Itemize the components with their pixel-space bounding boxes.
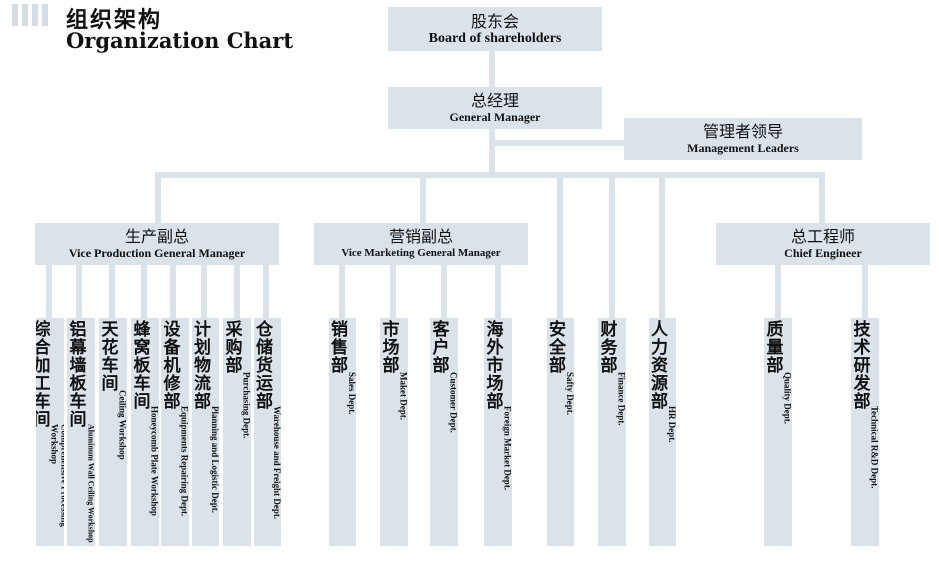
dept-label-en: Equipments Repairing Dept. bbox=[179, 406, 190, 517]
dept-label-en: Technical R&D Dept. bbox=[869, 406, 880, 489]
title-decoration-bar bbox=[22, 4, 28, 26]
connector-to-production bbox=[155, 172, 161, 224]
node-label-cn: 生产副总 bbox=[124, 227, 189, 246]
node-dept-quality: 质量部 Quality Dept. bbox=[764, 318, 792, 546]
dept-label-cn: 设备机修部 bbox=[161, 320, 180, 410]
dept-label-cn: 计划物流部 bbox=[192, 320, 210, 410]
dept-label-en: Sales Dept. bbox=[347, 372, 356, 415]
dept-label-cn: 海外市场部 bbox=[484, 320, 503, 410]
dept-label-en: Maket Dept. bbox=[398, 372, 409, 420]
connector-drop bbox=[441, 264, 447, 320]
node-dept-hr: 人力资源部 HR Dept. bbox=[649, 318, 676, 546]
connector-drop bbox=[775, 264, 781, 320]
dept-label-cn: 人力资源部 bbox=[649, 320, 667, 410]
node-management-leaders: 管理者领导 Management Leaders bbox=[624, 118, 862, 160]
dept-label-cn: 客户部 bbox=[430, 320, 449, 374]
dept-label-cn: 技术研发部 bbox=[851, 320, 870, 410]
node-label-cn: 总工程师 bbox=[790, 227, 855, 246]
dept-label-cn: 综合加工车间 bbox=[36, 320, 50, 428]
connector-drop bbox=[234, 264, 240, 320]
dept-label-en: Customer Dept. bbox=[448, 372, 459, 433]
dept-label-en: Warehouse and Freight Dept. bbox=[272, 406, 281, 520]
connector-drop bbox=[263, 264, 269, 320]
node-dept-customer: 客户部 Customer Dept. bbox=[430, 318, 458, 546]
dept-label-cn: 销售部 bbox=[329, 320, 347, 374]
node-label-en: Board of shareholders bbox=[428, 31, 562, 46]
node-label-en: Vice Production General Manager bbox=[68, 246, 246, 260]
dept-label-en: Foreign Market Dept. bbox=[502, 406, 513, 491]
dept-label-en: Quality Dept. bbox=[782, 372, 793, 425]
dept-label-en: Aluminum Wall Ceiling Workshop bbox=[86, 424, 96, 543]
dept-label-cn: 蜂窝板车间 bbox=[131, 320, 150, 410]
node-label-cn: 总经理 bbox=[470, 91, 519, 110]
node-label-cn: 股东会 bbox=[470, 12, 519, 31]
node-dept-finance: 财务部 Finance Dept. bbox=[598, 318, 626, 546]
chart-title-en: Organization Chart bbox=[66, 28, 294, 53]
chart-title-cn: 组织架构 bbox=[66, 7, 163, 33]
dept-label-cn: 铝幕墙板车间 bbox=[67, 320, 86, 428]
connector-horizontal-bus bbox=[155, 172, 825, 178]
title-decoration-bar bbox=[12, 4, 18, 26]
connector-drop bbox=[339, 264, 345, 320]
dept-label-cn: 采购部 bbox=[223, 320, 242, 374]
dept-label-en: Ceiling Workshop bbox=[117, 390, 128, 460]
connector-drop bbox=[46, 264, 52, 320]
node-dept-sales: 销售部 Sales Dept. bbox=[329, 318, 356, 546]
connector-to-hr bbox=[659, 172, 665, 320]
connector-gm-bus bbox=[489, 128, 495, 174]
connector-board-gm bbox=[489, 50, 495, 88]
dept-label-en: HR Dept. bbox=[667, 406, 676, 443]
node-dept-equipments-repairing: 设备机修部 Equipments Repairing Dept. bbox=[161, 318, 189, 546]
node-dept-market: 市场部 Maket Dept. bbox=[380, 318, 408, 546]
dept-label-cn: 财务部 bbox=[598, 320, 617, 374]
connector-drop bbox=[76, 264, 82, 320]
dept-label-en: Safty Dept. bbox=[565, 372, 574, 415]
dept-label-en: Finance Dept. bbox=[616, 372, 627, 426]
node-label-en: Chief Engineer bbox=[784, 246, 862, 260]
node-label-cn: 管理者领导 bbox=[702, 122, 783, 141]
connector-to-finance bbox=[609, 172, 615, 320]
node-general-manager: 总经理 General Manager bbox=[388, 87, 602, 129]
title-decoration-bar bbox=[32, 4, 38, 26]
dept-label-cn: 仓储货运部 bbox=[254, 320, 272, 410]
connector-drop bbox=[201, 264, 207, 320]
node-dept-aluminum-wall: 铝幕墙板车间 Aluminum Wall Ceiling Workshop bbox=[67, 318, 95, 546]
dept-label-en: Planning and Logistic Dept. bbox=[210, 406, 219, 514]
node-dept-technical-rd: 技术研发部 Technical R&D Dept. bbox=[851, 318, 879, 546]
node-label-en: General Manager bbox=[449, 110, 541, 124]
node-label-cn: 营销副总 bbox=[388, 227, 453, 246]
node-dept-warehouse-freight: 仓储货运部 Warehouse and Freight Dept. bbox=[254, 318, 281, 546]
node-dept-comprehensive-processing: 综合加工车间 Comprehensive Processing Workshop bbox=[36, 318, 64, 546]
dept-label-en: Purchasing Dept. bbox=[241, 372, 252, 439]
connector-to-engineer bbox=[819, 172, 825, 224]
connector-drop bbox=[495, 264, 501, 320]
node-dept-purchasing: 采购部 Purchasing Dept. bbox=[223, 318, 251, 546]
node-vice-production-gm: 生产副总 Vice Production General Manager bbox=[35, 223, 279, 265]
connector-leaders bbox=[495, 140, 627, 146]
dept-label-en: Honeycomb Plate Workshop bbox=[149, 406, 160, 516]
dept-label-cn: 质量部 bbox=[764, 320, 783, 374]
dept-label-cn: 天花车间 bbox=[99, 320, 118, 392]
node-dept-honeycomb-plate: 蜂窝板车间 Honeycomb Plate Workshop bbox=[131, 318, 159, 546]
node-dept-planning-logistic: 计划物流部 Planning and Logistic Dept. bbox=[192, 318, 219, 546]
connector-drop bbox=[862, 264, 868, 320]
dept-label-cn: 安全部 bbox=[547, 320, 565, 374]
connector-drop bbox=[141, 264, 147, 320]
dept-label-en: Comprehensive Processing Workshop bbox=[49, 424, 65, 527]
node-vice-marketing-gm: 营销副总 Vice Marketing General Manager bbox=[314, 223, 528, 265]
connector-to-marketing bbox=[420, 172, 426, 224]
node-board-of-shareholders: 股东会 Board of shareholders bbox=[388, 7, 602, 51]
connector-drop bbox=[390, 264, 396, 320]
node-label-en: Vice Marketing General Manager bbox=[341, 247, 501, 259]
dept-label-cn: 市场部 bbox=[380, 320, 399, 374]
connector-to-safety bbox=[557, 172, 563, 320]
node-dept-foreign-market: 海外市场部 Foreign Market Dept. bbox=[484, 318, 512, 546]
node-dept-safety: 安全部 Safty Dept. bbox=[547, 318, 574, 546]
connector-drop bbox=[109, 264, 115, 320]
connector-drop bbox=[170, 264, 176, 320]
title-decoration-bar bbox=[42, 4, 48, 26]
node-dept-ceiling-workshop: 天花车间 Ceiling Workshop bbox=[99, 318, 127, 546]
node-label-en: Management Leaders bbox=[687, 141, 799, 155]
node-chief-engineer: 总工程师 Chief Engineer bbox=[716, 223, 930, 265]
